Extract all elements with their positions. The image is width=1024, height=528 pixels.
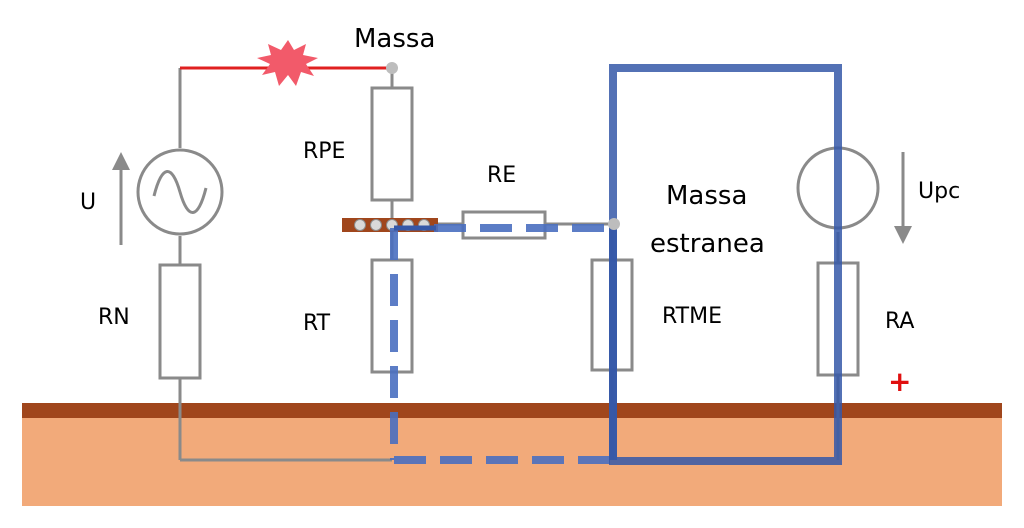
label-massa-estranea-line1: Massa bbox=[666, 181, 747, 211]
resistor-rn bbox=[158, 263, 202, 380]
ac-source-icon bbox=[136, 148, 224, 236]
label-ra: RA bbox=[885, 309, 914, 334]
label-rt: RT bbox=[303, 311, 331, 336]
fault-current-path-dashed bbox=[390, 224, 612, 464]
ground-surface bbox=[22, 403, 1002, 418]
grey-wires bbox=[178, 68, 840, 462]
label-u: U bbox=[80, 190, 96, 215]
plus-sign: + bbox=[888, 365, 911, 398]
extraneous-mass-node bbox=[608, 218, 620, 230]
label-rtme: RTME bbox=[662, 304, 722, 329]
massa-node bbox=[386, 62, 398, 74]
label-massa-estranea-line2: estranea bbox=[650, 229, 765, 259]
label-rn: RN bbox=[98, 305, 130, 330]
label-upc: Upc bbox=[918, 179, 960, 204]
label-massa: Massa bbox=[354, 24, 435, 54]
fault-spark-icon bbox=[257, 40, 318, 86]
resistor-rpe bbox=[370, 86, 414, 202]
upc-arrow-down-icon bbox=[894, 152, 912, 244]
label-rpe: RPE bbox=[303, 139, 345, 164]
label-re: RE bbox=[487, 163, 516, 188]
u-arrow-up-icon bbox=[112, 152, 130, 245]
fault-current-loop bbox=[609, 64, 842, 465]
